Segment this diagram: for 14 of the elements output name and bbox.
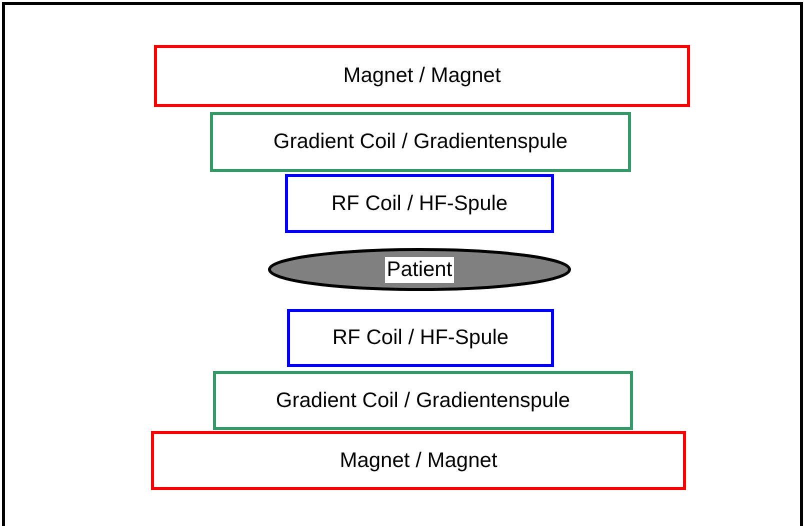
node-label: RF Coil / HF-Spule xyxy=(332,326,509,350)
rf-coil-box xyxy=(287,309,554,367)
patient-ellipse xyxy=(268,248,571,291)
magnet-box xyxy=(154,45,690,107)
node-label: RF Coil / HF-Spule xyxy=(331,192,508,216)
node-label: Gradient Coil / Gradientenspule xyxy=(276,388,570,412)
gradient-coil-box xyxy=(213,371,633,430)
node-label: Magnet / Magnet xyxy=(343,64,501,88)
node-label: Gradient Coil / Gradientenspule xyxy=(273,130,568,154)
gradient-coil-box xyxy=(210,112,631,172)
node-label: Patient xyxy=(384,256,454,282)
magnet-box xyxy=(151,431,686,490)
rf-coil-box xyxy=(285,174,554,233)
node-label: Magnet / Magnet xyxy=(340,448,498,472)
